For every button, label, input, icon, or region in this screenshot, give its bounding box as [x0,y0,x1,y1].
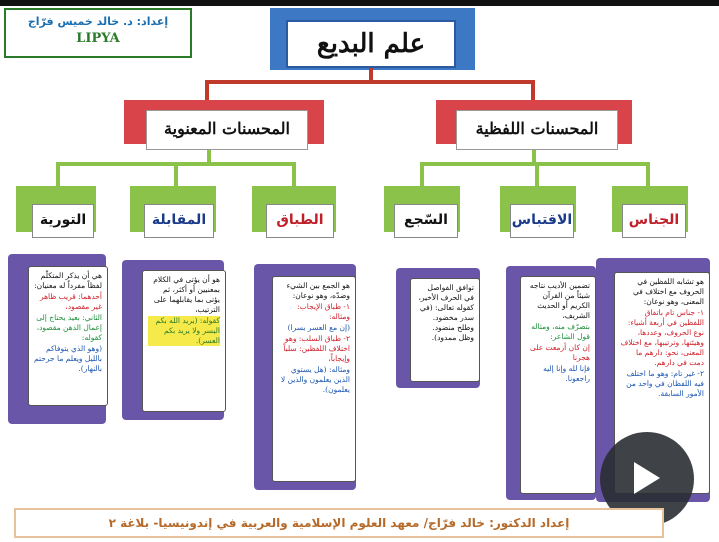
connector-tawriya [56,162,60,188]
card-tibaq-line: ومثاله: (هل يستوي الذين يعلمون والذين لا… [280,365,350,394]
diagram-title: علم البديع [286,20,456,68]
sub-jinas-label: الجناس [622,204,686,238]
connector-iqtibas [535,162,539,188]
card-tawriya-line: أحدهما: قريب ظاهر غير مقصود، [39,292,102,311]
footer-credit: إعداد الدكتور: خالد فرّاج/ معهد العلوم ا… [14,508,664,538]
sub-tawriya-box: التورية [16,186,96,238]
card-tibaq-line: (إن مع العسر يسرا) [287,323,350,332]
category-semantic-box: المحسنات المعنوية [124,100,324,150]
author-country: LIPYA [76,31,120,46]
sub-tawriya-label: التورية [32,204,94,238]
card-tibaq-line: ٢- طباق السلب: وهو اختلاف اللفظين: سلباً… [283,334,350,363]
card-saj: توافق الفواصل في الحرف الأخير، كقوله تعا… [410,278,480,382]
card-jinas-line: ٢- غير تام: وهو ما اختلف فيه اللفظان في … [626,369,704,398]
connector-left-group-down [207,150,211,164]
sub-iqtibas-label: الاقتباس [510,204,574,238]
sub-iqtibas-box: الاقتباس [500,186,576,238]
connector-right-group-down [532,150,536,164]
connector-tibaq [292,162,296,188]
category-verbal-box: المحسنات اللفظية [436,100,632,150]
author-box: إعداد: د. خالد خميس فرّاج LIPYA [4,8,192,58]
card-tawriya-line: الثاني: بعيد يحتاج إلى إعمال الذهن مقصود… [36,313,102,342]
author-name: إعداد: د. خالد خميس فرّاج [27,15,169,28]
sub-jinas-box: الجناس [612,186,688,238]
sub-saj-label: السّجع [394,204,458,238]
category-semantic-label: المحسنات المعنوية [146,110,308,150]
card-jinas-line: ١- جناس تام باتفاق اللفظين في أربعة أشيا… [620,308,704,367]
sub-tibaq-label: الطباق [266,204,334,238]
card-tawriya-line: (وهو الذي يتوفاكم بالليل ويعلم ما جرحتم … [33,344,102,373]
card-iqtibas-line: إن كان أزمعت على هجرنا [529,343,590,362]
card-iqtibas-line: فإنا لله وإنا إليه راجعونا. [543,364,590,383]
card-muqabala-line: هو أن يؤتى في الكلام بمعنيين أو أكثر، ثم… [153,275,220,314]
connector-left-down [205,80,209,102]
card-jinas-line: هو تشابه اللفظين في الحروف مع اختلاف في … [633,277,704,306]
connector-right-down [531,80,535,102]
card-tawriya: هي أن يذكر المتكلّم لفظاً مفرداً له معني… [28,266,108,406]
card-iqtibas-line: تضمين الأديب نتاجه شيئاً من القرآن الكري… [529,281,590,320]
connector-saj [420,162,424,188]
card-tibaq-line: هو الجمع بين الشيء وضدّه، وهو نوعان: [286,281,350,300]
card-iqtibas: تضمين الأديب نتاجه شيئاً من القرآن الكري… [520,276,596,494]
card-saj-line: توافق الفواصل في الحرف الأخير، كقوله تعا… [418,283,474,342]
sub-saj-box: السّجع [384,186,460,238]
connector-title-down [369,68,373,82]
play-icon[interactable] [634,462,660,494]
card-muqabala: هو أن يؤتى في الكلام بمعنيين أو أكثر، ثم… [142,270,226,412]
card-iqtibas-line: بتصرّف منه، ومثاله قول الشاعر: [531,322,590,341]
card-tibaq-line: ١- طباق الإيجاب: ومثاله: [297,302,350,321]
sub-muqabala-label: المقابلة [144,204,214,238]
card-muqabala-line: كقوله: (يريد الله بكم اليسر ولا يريد بكم… [148,316,220,346]
card-tawriya-line: هي أن يذكر المتكلّم لفظاً مفرداً له معني… [34,271,102,290]
sub-muqabala-box: المقابلة [130,186,216,238]
connector-title-horizontal [205,80,535,84]
connector-jinas [646,162,650,188]
card-tibaq: هو الجمع بين الشيء وضدّه، وهو نوعان: ١- … [272,276,356,482]
connector-muqabala [174,162,178,188]
top-bar [0,0,719,6]
sub-tibaq-box: الطباق [252,186,336,238]
category-verbal-label: المحسنات اللفظية [456,110,618,150]
